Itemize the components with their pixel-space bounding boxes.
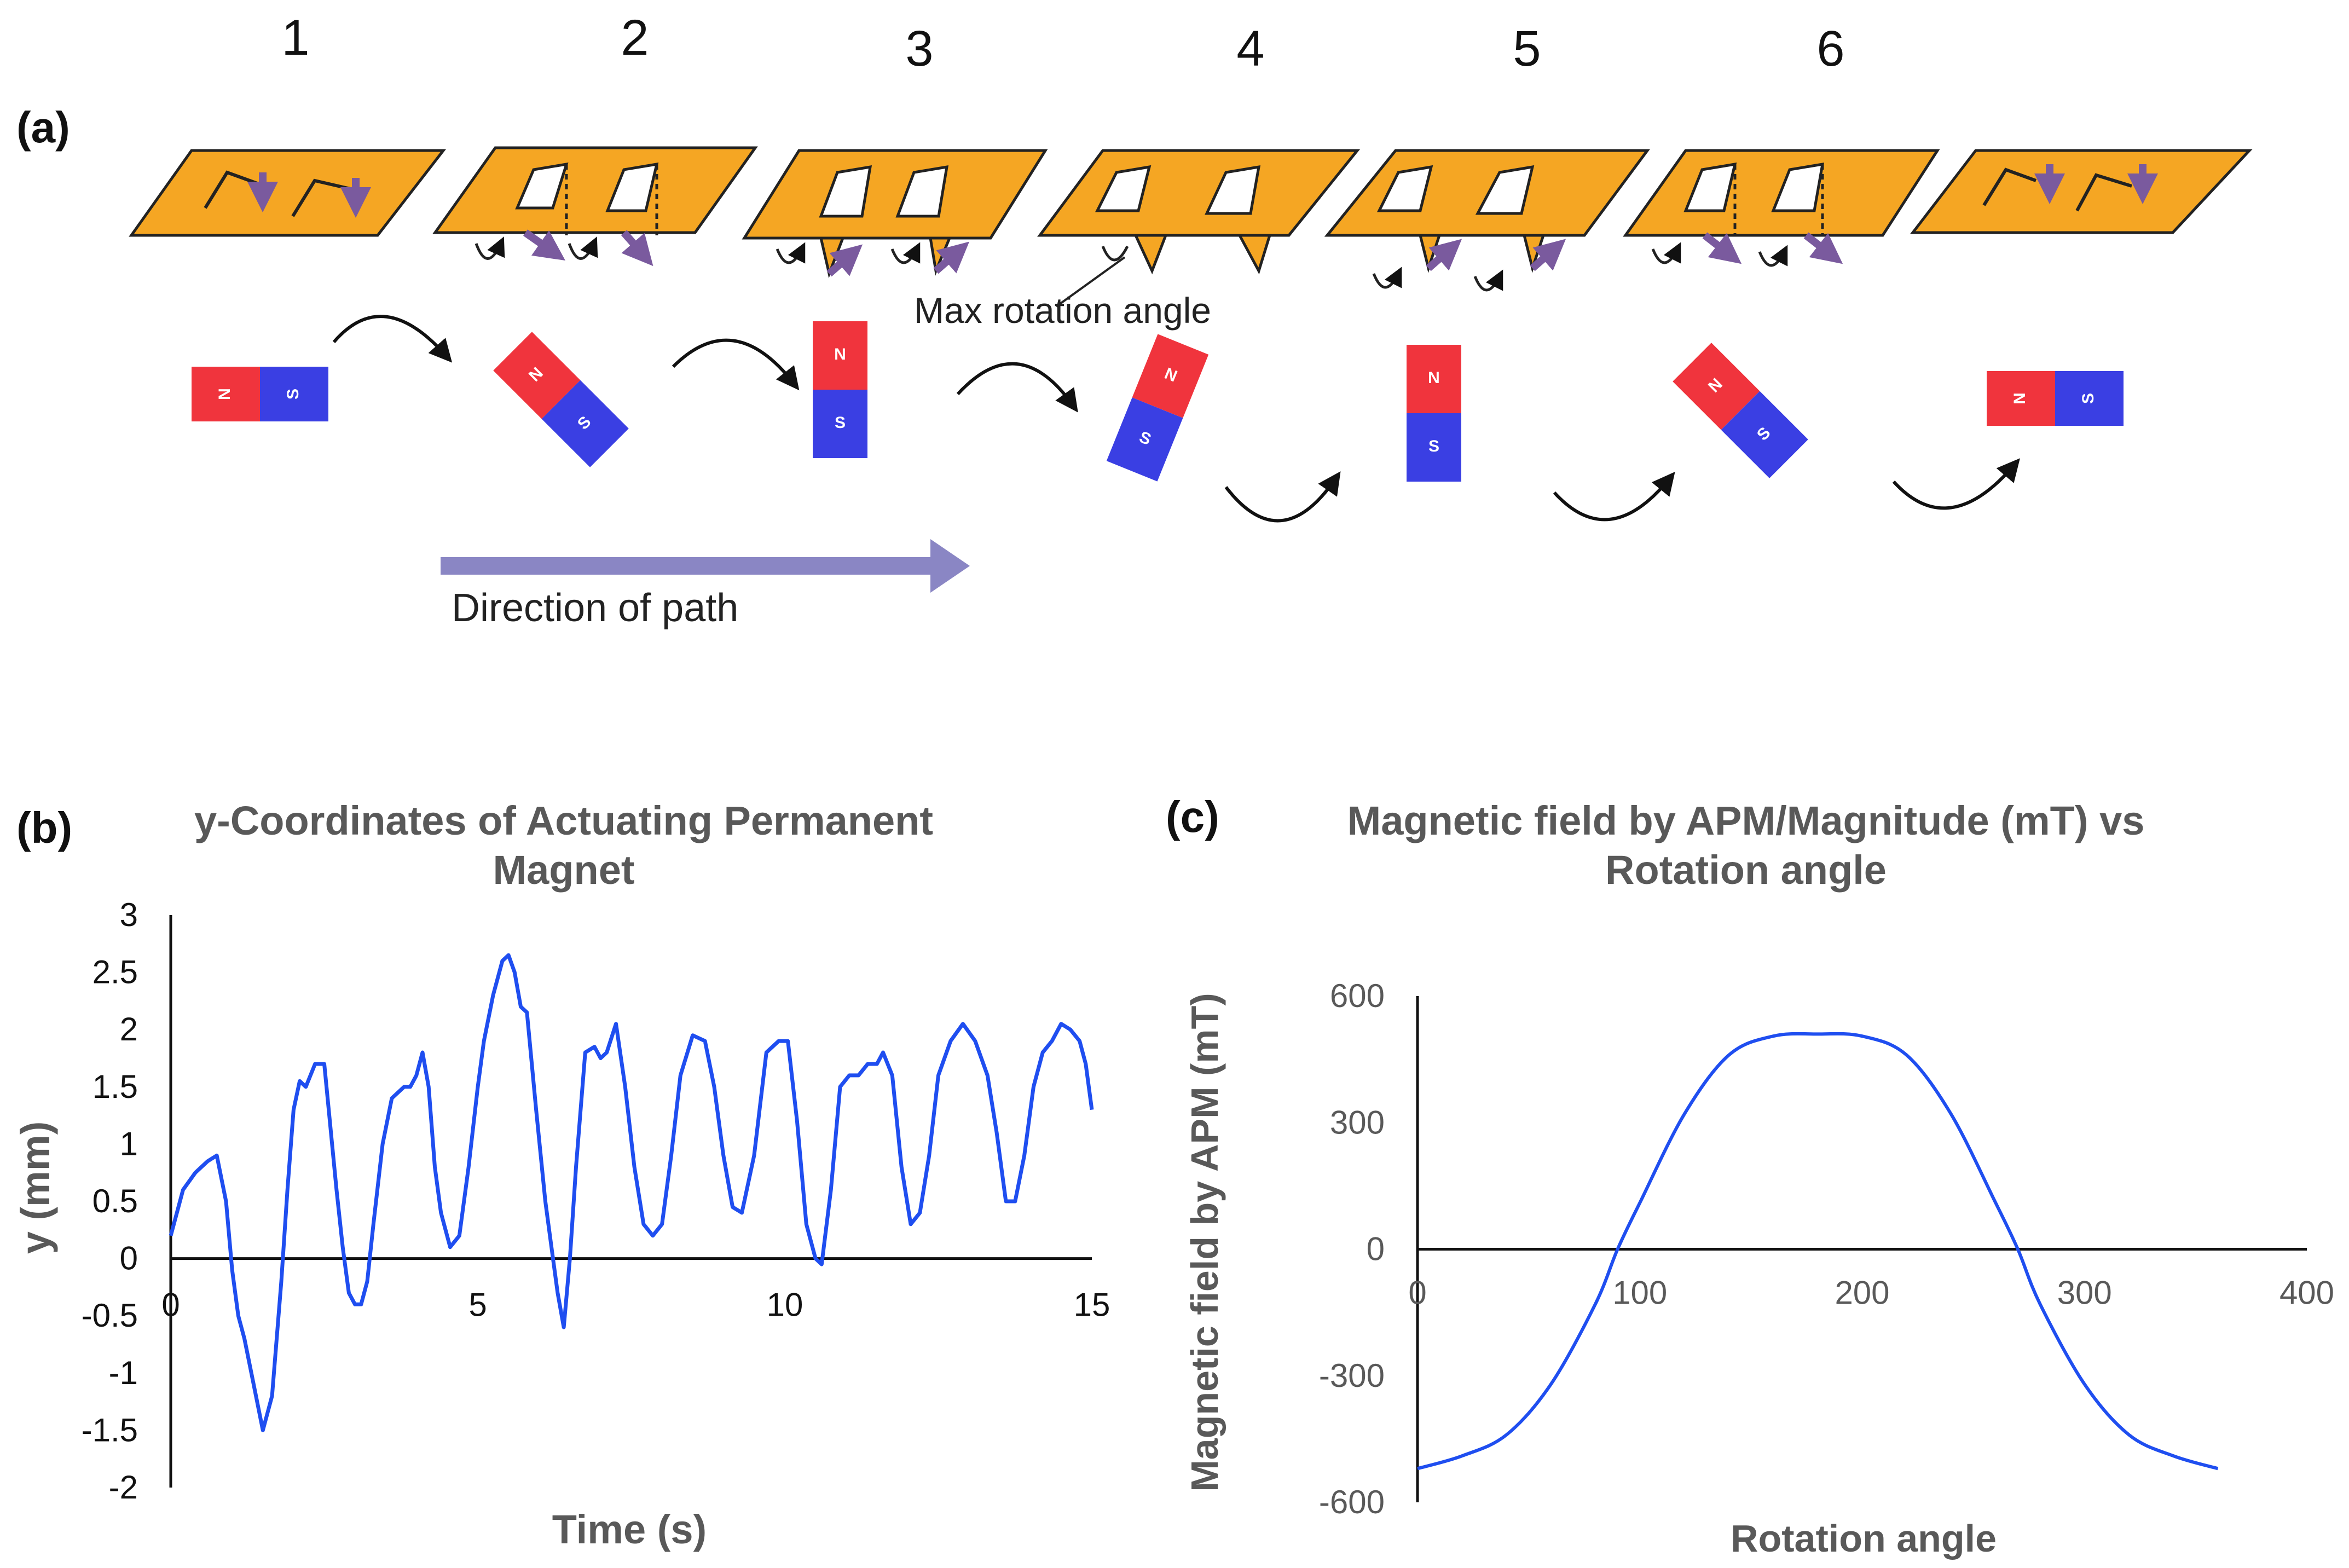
chart-b-xtick-label: 5 [468,1287,487,1323]
magnet-north-label: N [1428,369,1440,387]
chart-b-ytick-label: 2 [120,1011,138,1048]
magnet-south-label: S [1428,437,1439,455]
chart-c-xtick-label: 300 [2057,1275,2112,1311]
magnet-north-label: N [216,388,234,400]
panel-b-chart: (b) y-Coordinates of Actuating Permanent… [13,798,1110,1552]
rotation-arrow-5 [1553,471,1675,522]
chart-b-ylabel: y (mm) [13,1121,58,1254]
max-rotation-label: Max rotation angle [914,290,1211,331]
step-number-4: 4 [1236,21,1264,77]
rotation-arrow-4 [1224,471,1341,523]
magnet-step-6: N S [1673,343,1808,478]
plate-step-6 [1623,149,1940,267]
chart-c-ytick-label: 0 [1367,1231,1385,1268]
panel-c-chart: (c) Magnetic field by APM/Magnitude (mT)… [1166,792,2334,1560]
step-number-1: 1 [281,10,309,66]
chart-b-axes [169,915,1092,1488]
chart-b-title-line2: Magnet [493,847,635,893]
chart-b-tick-labels: 3 2.5 2 1.5 1 0.5 0 -0.5 -1 -1.5 -2 0 5 10 15 [82,896,1110,1506]
plate-step-2 [432,146,758,267]
step-number-3: 3 [905,21,933,77]
chart-b-xtick-label: 10 [767,1287,803,1323]
panel-a: (a) 1 2 3 4 5 6 [16,10,2253,630]
plate-step-7 [1910,149,2253,234]
plate-step-4 [1037,149,1361,275]
chart-b-ytick-label: 1.5 [92,1068,138,1105]
magnet-north-label: N [834,345,846,363]
panel-label-b: (b) [16,803,72,852]
chart-b-ytick-label: -0.5 [82,1297,138,1334]
magnet-south-label: S [835,414,846,432]
chart-c-xtick-label: 0 [1408,1275,1426,1311]
magnet-step-5: N S [1407,345,1461,482]
chart-b-xtick-label: 15 [1074,1287,1110,1323]
magnet-step-1: N S [192,367,328,421]
chart-c-ytick-label: -300 [1319,1357,1385,1394]
chart-c-xlabel: Rotation angle [1731,1517,1997,1560]
step-number-6: 6 [1816,21,1844,77]
chart-b-xtick-label: 0 [161,1287,180,1323]
step-numbers: 1 2 3 4 5 6 [281,10,1844,77]
plate-step-5 [1324,149,1650,292]
magnet-step-4: N S [1106,334,1209,482]
plate-step-3 [742,149,1048,279]
rotation-arrows [332,315,2020,523]
chart-c-ytick-label: -600 [1319,1484,1385,1520]
chart-b-ytick-label: 0.5 [92,1183,138,1219]
step-number-5: 5 [1513,21,1541,77]
chart-c-xtick-label: 200 [1835,1275,1889,1311]
chart-c-xtick-label: 400 [2279,1275,2334,1311]
chart-c-title-line1: Magnetic field by APM/Magnitude (mT) vs [1347,798,2145,843]
magnet-step-7: N S [1987,371,2124,426]
panel-label-a: (a) [16,103,70,152]
rotation-arrow-6 [1892,458,2020,510]
magnet-step-2: N S [493,332,629,467]
direction-of-path-label: Direction of path [452,586,738,630]
chart-c-ylabel: Magnetic field by APM (mT) [1183,993,1226,1491]
rotation-arrow-1 [332,315,453,363]
magnet-north-label: N [2011,392,2029,404]
step-number-2: 2 [621,10,649,66]
chart-c-axes [1416,996,2307,1502]
chart-c-ytick-label: 600 [1330,977,1385,1014]
magnets: N S N S N S N S [192,321,2124,482]
robot-plates [129,146,2253,292]
max-rotation-leader-line [1055,256,1126,308]
chart-b-ytick-label: 2.5 [92,954,138,991]
chart-c-tick-labels: 600 300 0 -300 -600 0 100 200 300 400 [1319,977,2334,1520]
direction-of-path-arrow [441,539,970,593]
plate-step-1 [129,149,447,237]
magnet-south-label: S [2079,393,2097,404]
panel-label-c: (c) [1166,792,1219,841]
magnet-step-3: N S [813,321,867,458]
chart-b-ytick-label: -1 [109,1355,138,1391]
chart-c-ytick-label: 300 [1330,1104,1385,1141]
chart-c-series-line [1417,1032,2219,1471]
chart-b-ytick-label: -1.5 [82,1411,138,1448]
chart-c-xtick-label: 100 [1612,1275,1667,1311]
magnet-south-label: S [284,389,302,400]
chart-c-title-line2: Rotation angle [1605,847,1887,893]
chart-b-ytick-label: -2 [109,1469,138,1506]
rotation-arrow-2 [672,338,800,391]
chart-b-title-line1: y-Coordinates of Actuating Permanent [194,798,933,843]
chart-b-xlabel: Time (s) [552,1507,707,1552]
rotation-arrow-3 [956,362,1078,413]
chart-b-ytick-label: 1 [120,1125,138,1162]
chart-b-series-line [169,953,1094,1432]
chart-b-ytick-label: 3 [120,896,138,933]
chart-b-ytick-label: 0 [120,1240,138,1277]
